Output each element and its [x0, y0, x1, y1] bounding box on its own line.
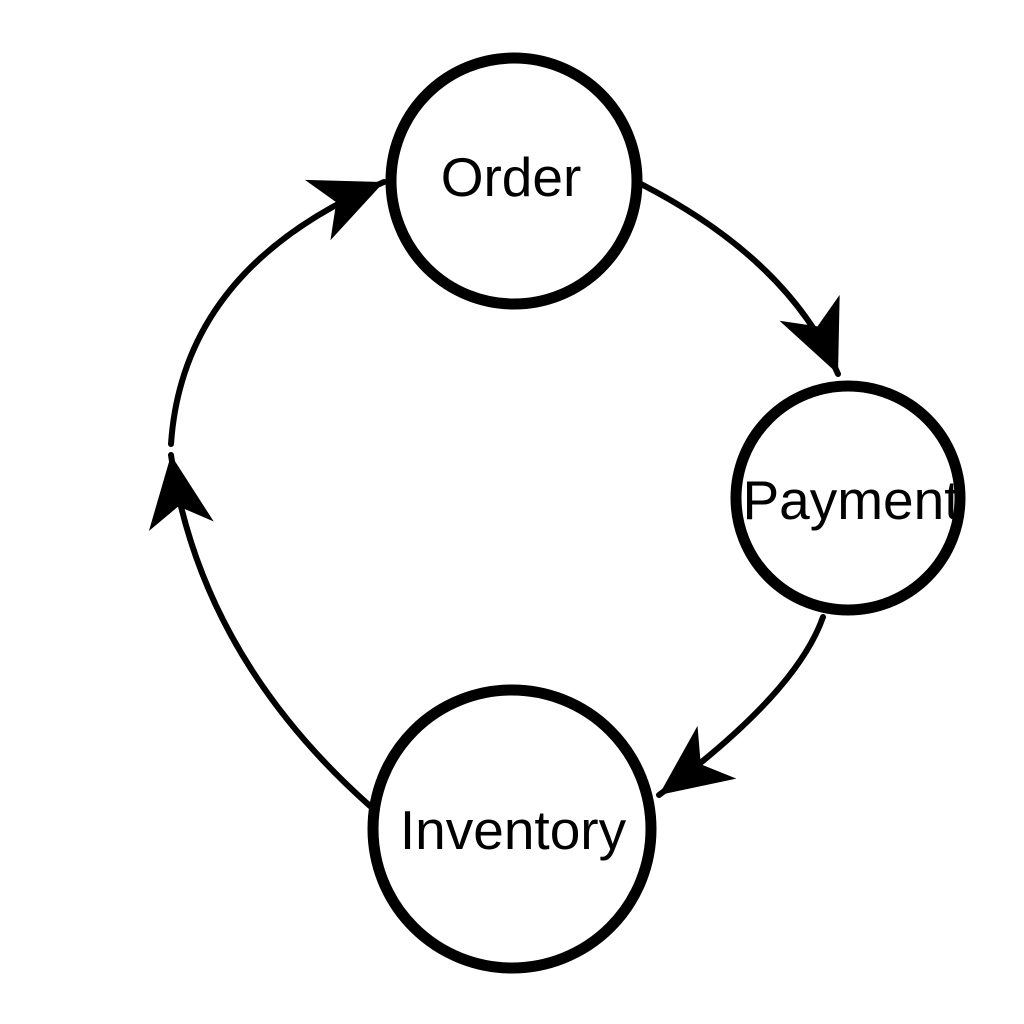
node-payment-label: Payment	[742, 469, 959, 531]
node-order-label: Order	[441, 146, 582, 208]
node-inventory: Inventory	[367, 684, 657, 974]
edge-order-to-payment	[638, 181, 841, 377]
node-inventory-label: Inventory	[400, 799, 627, 861]
edge-payment-to-inventory	[656, 614, 826, 798]
node-payment: Payment	[730, 380, 966, 616]
node-order-circle	[385, 52, 643, 310]
node-payment-circle	[730, 380, 966, 616]
edge-midpoint-to-order	[168, 179, 387, 447]
node-inventory-circle	[367, 684, 657, 974]
edge-inventory-to-midpoint	[148, 452, 373, 809]
node-order: Order	[385, 52, 643, 310]
edges	[148, 179, 841, 809]
